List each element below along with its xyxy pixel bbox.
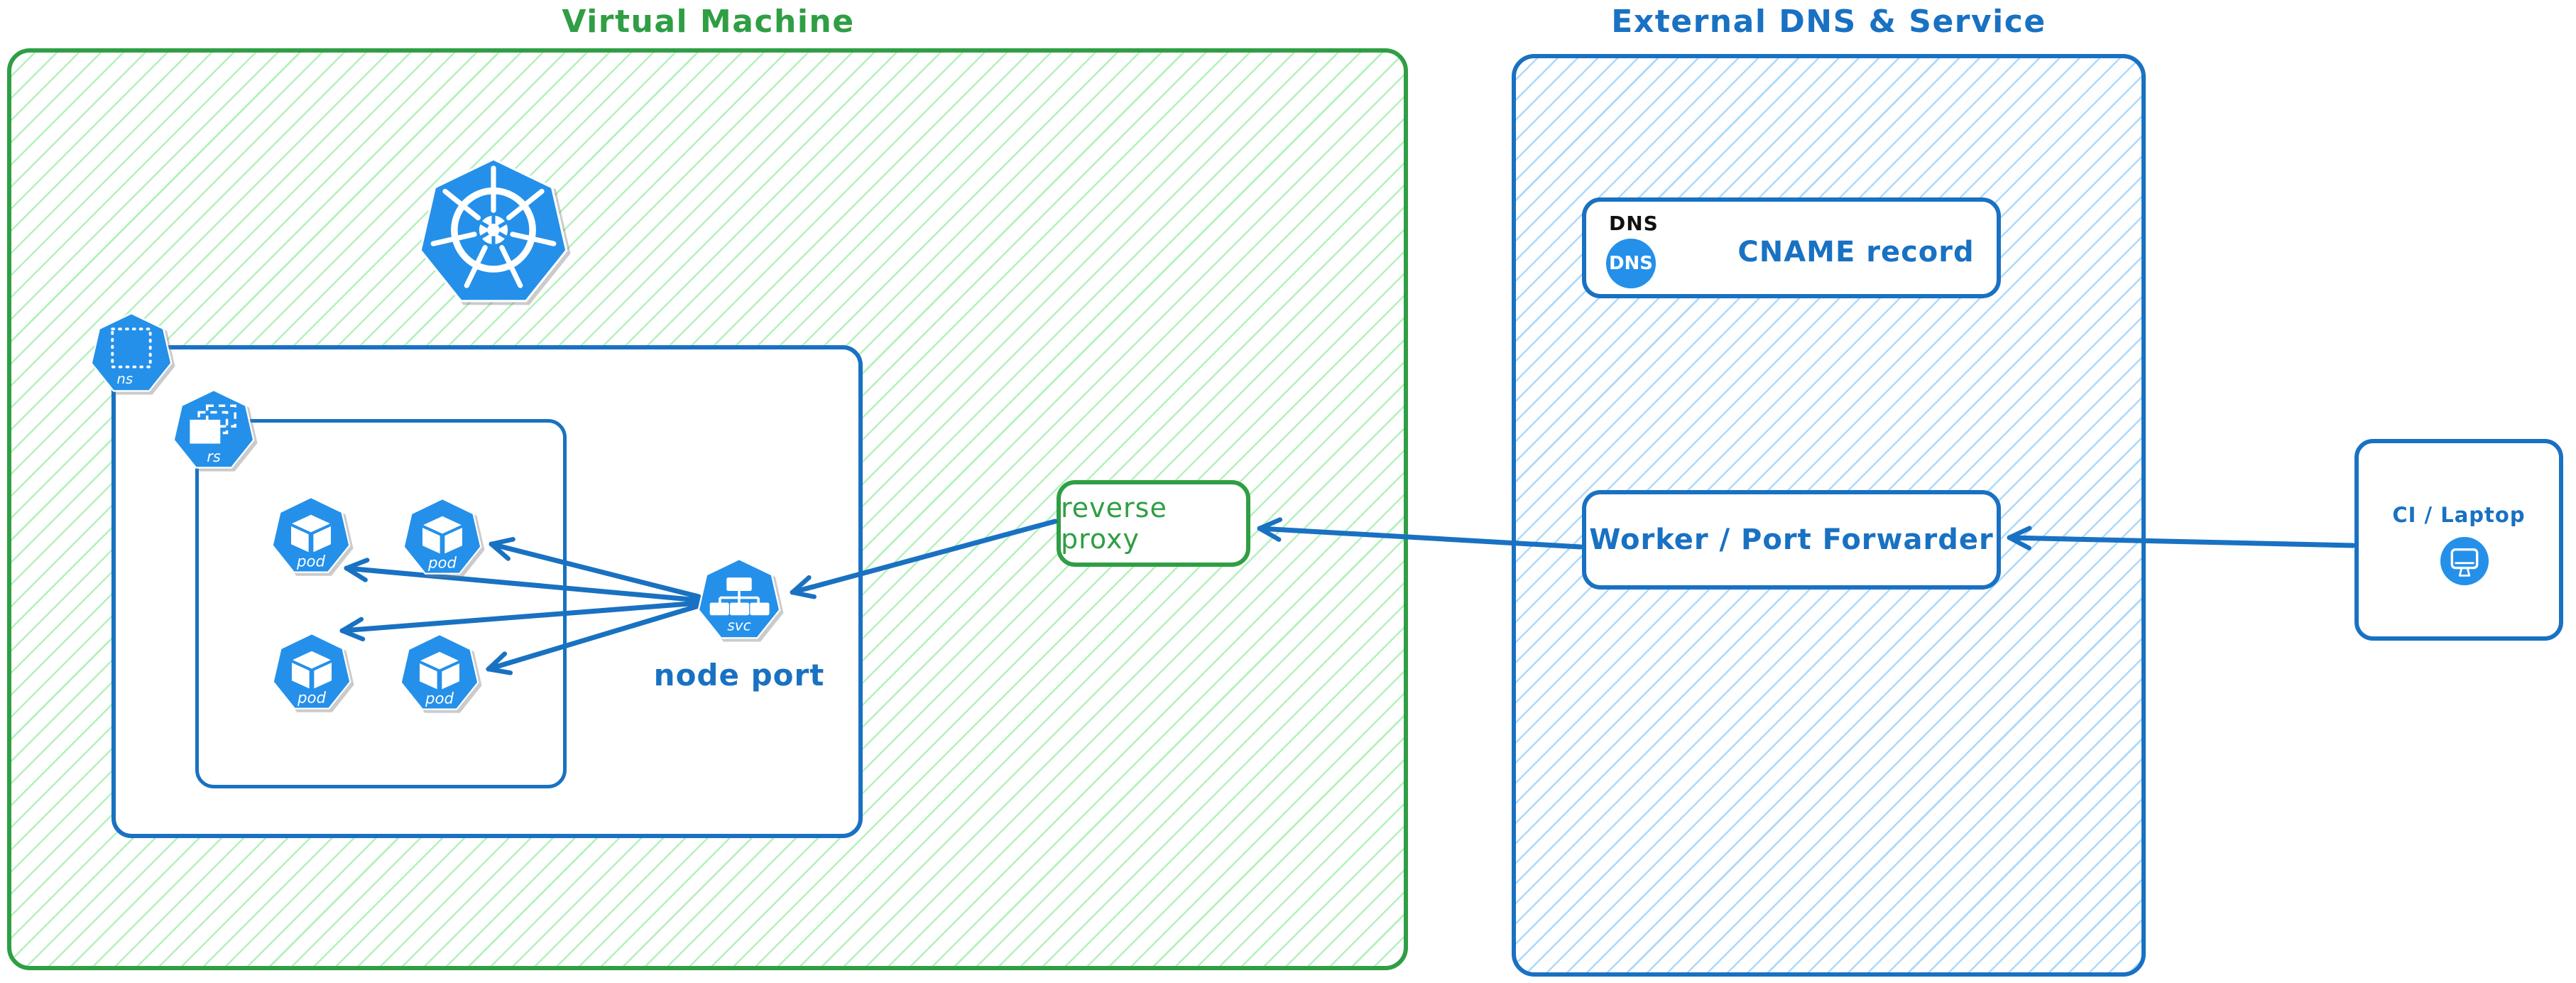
- dns-icon: DNS: [1606, 239, 1656, 288]
- laptop-icon: [2440, 537, 2489, 585]
- pod-icon: pod: [400, 634, 479, 710]
- service-icon: svc: [697, 558, 781, 639]
- worker-port-forwarder-label: Worker / Port Forwarder: [1589, 523, 1994, 556]
- kubernetes-icon: [419, 158, 568, 303]
- pod-icon: pod: [403, 498, 482, 575]
- pod-icon: pod: [271, 496, 351, 573]
- namespace-icon: ns: [90, 313, 173, 392]
- pod-icon-label: pod: [297, 690, 327, 707]
- replicaset-box: [195, 419, 567, 788]
- reverse-proxy-label: reverse proxy: [1061, 492, 1167, 555]
- dns-icon-text: DNS: [1608, 253, 1654, 274]
- replicaset-icon: rs: [173, 389, 255, 469]
- pod-icon: pod: [272, 633, 351, 710]
- namespace-icon-label: ns: [116, 371, 133, 387]
- pod-icon-label: pod: [425, 690, 454, 708]
- monitor-glyph: [2450, 548, 2479, 577]
- ci-laptop-label: CI / Laptop: [2392, 503, 2526, 527]
- dns-tag-label: DNS: [1609, 212, 1659, 235]
- virtual-machine-title: Virtual Machine: [562, 3, 855, 40]
- dns-card: DNS DNS CNAME record: [1582, 197, 2001, 298]
- worker-port-forwarder-box: Worker / Port Forwarder: [1582, 490, 2001, 590]
- pod-icon-label: pod: [427, 555, 457, 572]
- replicaset-icon-label: rs: [207, 448, 221, 465]
- service-icon-label: svc: [727, 617, 751, 634]
- cname-record-label: CNAME record: [1737, 236, 1975, 268]
- reverse-proxy-box: reverse proxy: [1057, 480, 1250, 567]
- node-port-label: node port: [653, 658, 825, 693]
- external-dns-title: External DNS & Service: [1611, 3, 2046, 40]
- pod-icon-label: pod: [296, 553, 326, 571]
